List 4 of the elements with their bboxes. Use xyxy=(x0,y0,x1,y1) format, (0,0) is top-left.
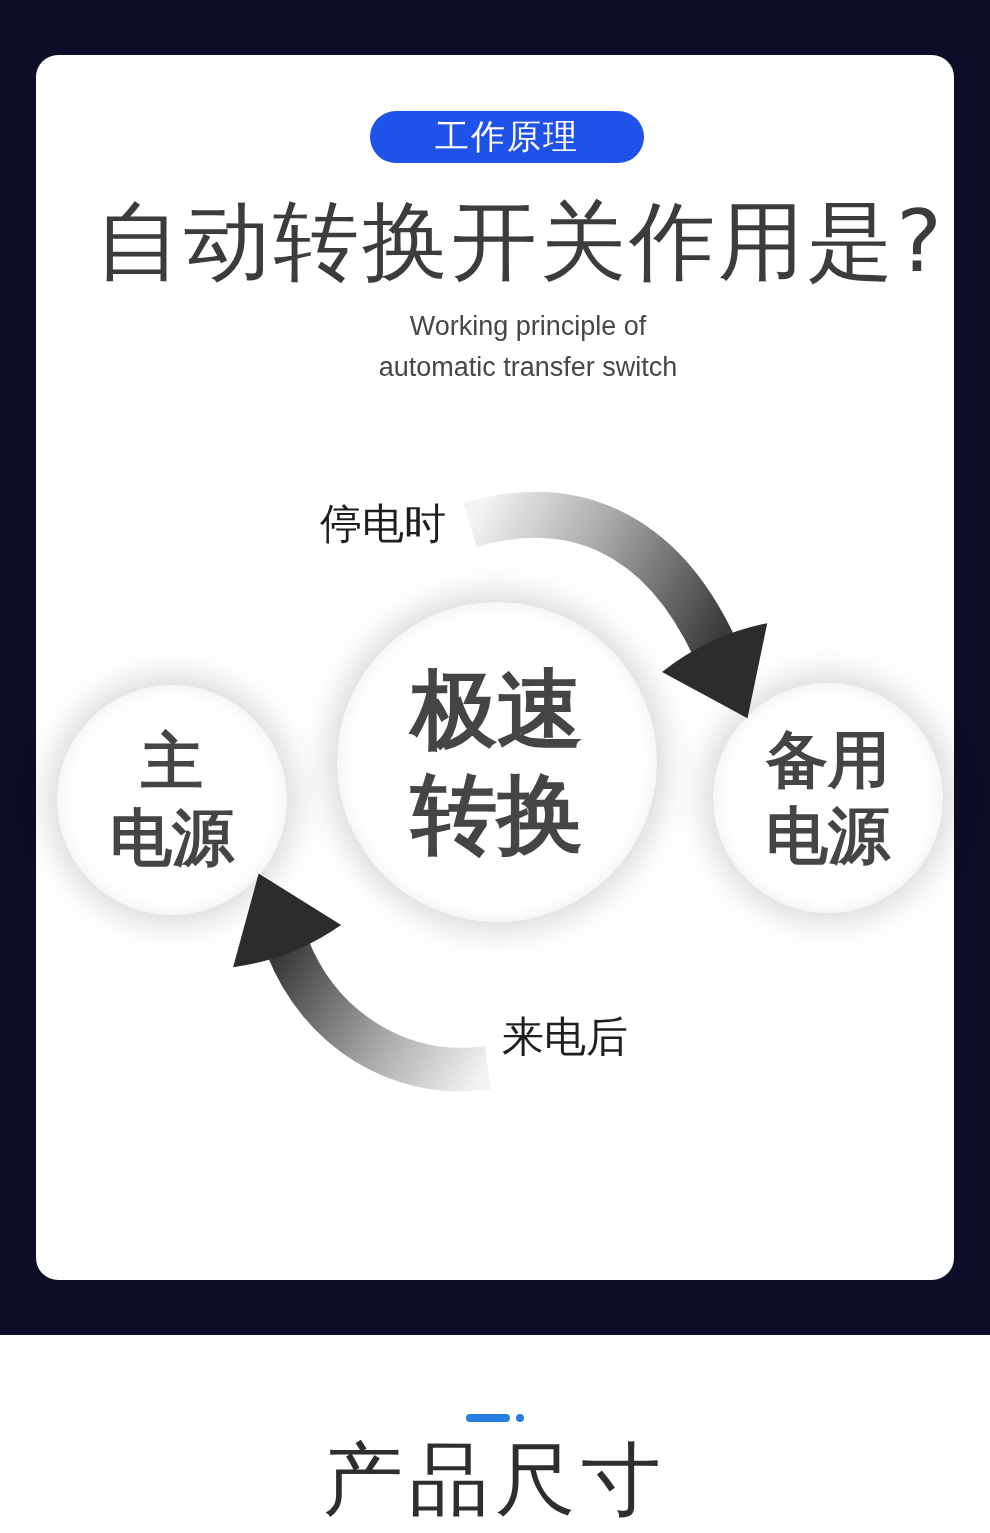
section-heading: 产品尺寸 xyxy=(322,1432,668,1528)
subtitle: Working principle of automatic transfer switch xyxy=(377,310,679,384)
section-tag: 工作原理 xyxy=(370,111,644,163)
title: 自动转换开关作用是? xyxy=(94,190,946,293)
